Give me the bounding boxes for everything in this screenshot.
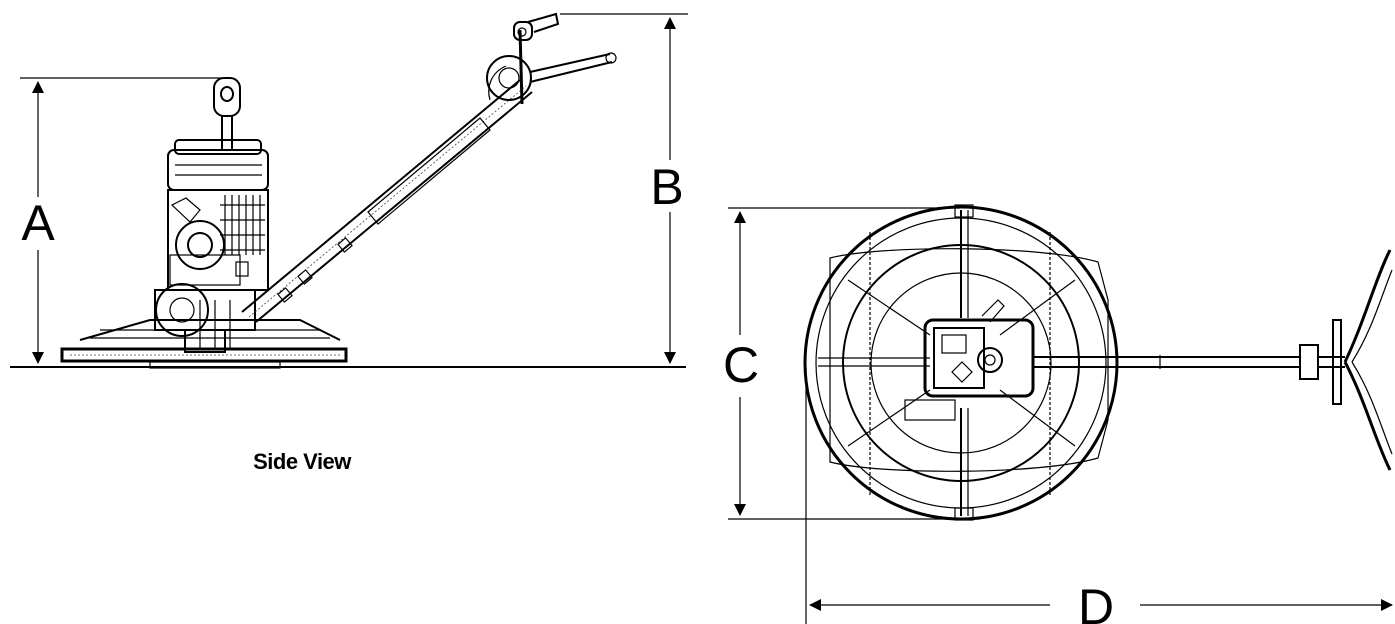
side-handle [241, 12, 617, 323]
top-view-drawing: C D [723, 204, 1393, 624]
side-engine [167, 139, 269, 291]
top-engine [904, 299, 1035, 421]
dimension-b: B [560, 13, 688, 364]
top-spokes [818, 204, 1076, 521]
top-handle [1033, 249, 1393, 471]
dimension-label-b: B [650, 159, 683, 215]
dimension-label-d: D [1078, 579, 1114, 624]
side-pan [60, 319, 348, 369]
side-view-drawing: A B Side View [10, 12, 688, 474]
side-gearbox [154, 283, 256, 353]
dimension-label-c: C [723, 337, 759, 393]
dimension-label-a: A [21, 195, 55, 251]
side-view-caption: Side View [253, 449, 352, 474]
dimension-d: D [805, 368, 1393, 624]
dimension-c: C [723, 207, 980, 520]
top-blades [829, 232, 1109, 495]
dimension-a: A [20, 77, 226, 364]
side-lifting-eye [213, 77, 241, 150]
